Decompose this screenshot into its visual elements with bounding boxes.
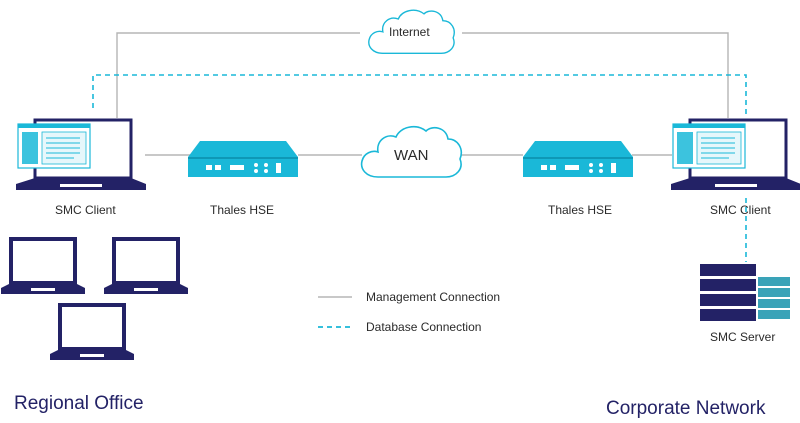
regional-laptop-2-icon xyxy=(104,237,188,296)
database-line-top xyxy=(92,74,747,118)
regional-laptop-3-icon xyxy=(50,303,134,362)
legend-management-label: Management Connection xyxy=(366,290,501,304)
smc-client-left-icon xyxy=(16,118,146,192)
regional-laptop-1-icon xyxy=(1,237,85,296)
hse-left-icon xyxy=(188,141,298,177)
internet-label: Internet xyxy=(389,25,430,39)
smc-client-right-label: SMC Client xyxy=(710,203,771,217)
smc-client-left-label: SMC Client xyxy=(55,203,116,217)
management-line-internet-left xyxy=(116,32,360,118)
legend-database-label: Database Connection xyxy=(366,320,482,334)
regional-office-title: Regional Office xyxy=(14,393,144,414)
management-line-internet-right xyxy=(462,32,729,118)
corporate-network-title: Corporate Network xyxy=(606,398,766,419)
smc-client-right-icon xyxy=(671,118,800,192)
hse-right-icon xyxy=(523,141,633,177)
hse-right-label: Thales HSE xyxy=(548,203,613,217)
smc-server-label: SMC Server xyxy=(710,330,776,344)
wan-label: WAN xyxy=(394,147,429,164)
hse-left-label: Thales HSE xyxy=(210,203,275,217)
smc-server-icon xyxy=(700,264,790,321)
